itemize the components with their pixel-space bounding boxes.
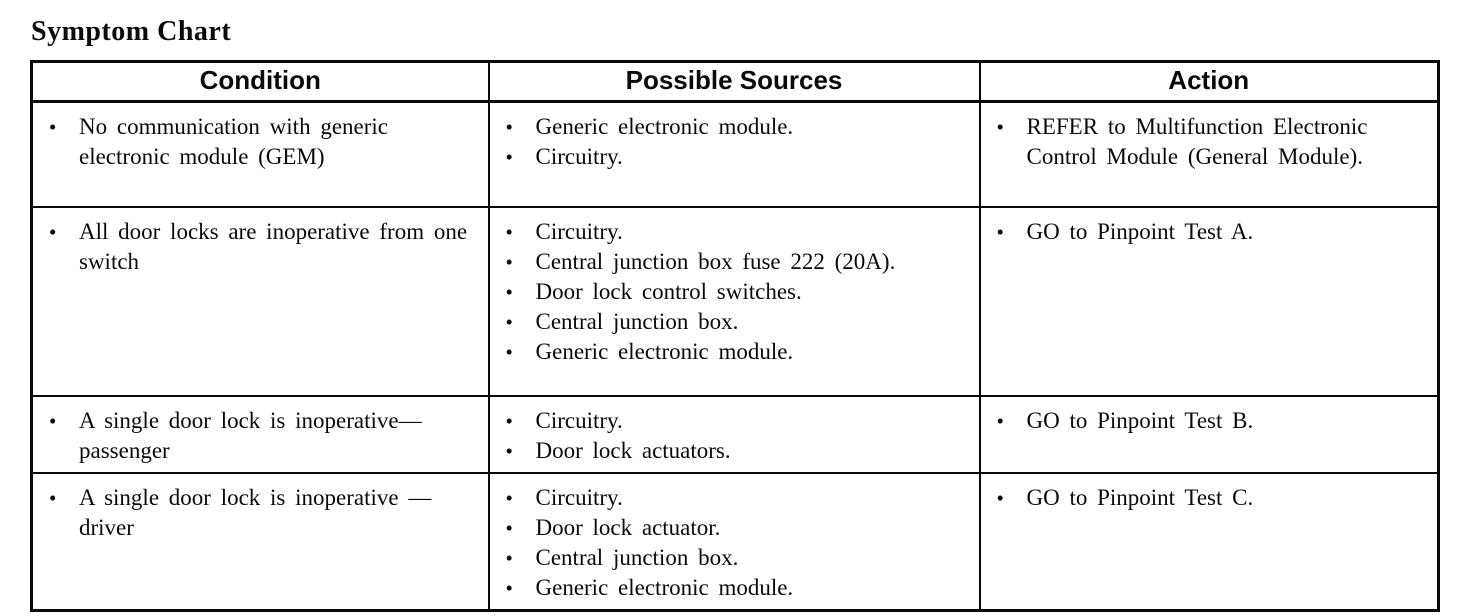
bullet-icon: • — [49, 115, 57, 139]
condition-text: A single door lock is inoperative — driv… — [79, 484, 432, 540]
list-item: • Central junction box fuse 222 (20A). — [498, 247, 971, 277]
bullet-icon: • — [505, 309, 513, 334]
list-item: • Generic electronic module. — [498, 337, 971, 367]
bullet-icon: • — [505, 485, 513, 510]
action-text: GO to Pinpoint Test C. — [1026, 484, 1254, 510]
list-item: • REFER to Multifunction Electronic Cont… — [989, 112, 1430, 172]
source-text: Door lock actuator. — [535, 514, 721, 540]
source-text: Generic electronic module. — [535, 114, 794, 139]
sources-cell: • Circuitry. • Door lock actuators. — [487, 394, 981, 474]
source-text: Circuitry. — [535, 218, 623, 244]
list-item: • Circuitry. — [498, 142, 971, 172]
source-text: Central junction box. — [535, 544, 739, 570]
condition-cell: • A single door lock is inoperative — dr… — [30, 471, 490, 611]
bullet-icon: • — [996, 219, 1004, 244]
table-row: • No communication with generic electron… — [30, 100, 1440, 208]
action-text: REFER to Multifunction Electronic Contro… — [1026, 114, 1368, 169]
bullet-icon: • — [49, 408, 57, 433]
action-cell: • GO to Pinpoint Test C. — [978, 471, 1440, 611]
bullet-icon: • — [49, 219, 57, 244]
action-text: GO to Pinpoint Test A. — [1026, 218, 1254, 244]
bullet-icon: • — [505, 408, 513, 433]
source-text: Generic electronic module. — [535, 574, 794, 600]
column-header-action: Action — [978, 60, 1440, 103]
action-cell: • REFER to Multifunction Electronic Cont… — [978, 100, 1440, 208]
list-item: • GO to Pinpoint Test A. — [989, 217, 1430, 247]
list-item: • All door locks are inoperative from on… — [41, 217, 480, 277]
bullet-icon: • — [996, 115, 1004, 139]
sources-cell: • Generic electronic module. • Circuitry… — [487, 100, 981, 208]
table-row: • All door locks are inoperative from on… — [30, 205, 1440, 397]
sources-cell: • Circuitry. • Door lock actuator. • Cen… — [487, 471, 981, 611]
source-text: Central junction box fuse 222 (20A). — [535, 248, 896, 274]
table-row: • A single door lock is inoperative — dr… — [30, 471, 1440, 611]
bullet-icon: • — [49, 485, 57, 510]
condition-cell: • No communication with generic electron… — [30, 100, 490, 208]
bullet-icon: • — [996, 485, 1004, 510]
source-text: Circuitry. — [535, 407, 623, 433]
action-cell: • GO to Pinpoint Test B. — [978, 394, 1440, 474]
bullet-icon: • — [505, 438, 513, 463]
condition-text: No communication with generic electronic… — [79, 114, 389, 169]
list-item: • Central junction box. — [498, 543, 971, 573]
condition-cell: • All door locks are inoperative from on… — [30, 205, 490, 397]
bullet-icon: • — [505, 115, 513, 139]
action-text: GO to Pinpoint Test B. — [1026, 407, 1254, 433]
condition-text: A single door lock is inoperative—passen… — [79, 407, 422, 463]
condition-cell: • A single door lock is inoperative—pass… — [30, 394, 490, 474]
symptom-chart-table: Condition Possible Sources Action • No c… — [30, 60, 1440, 612]
list-item: • A single door lock is inoperative — dr… — [41, 483, 480, 543]
bullet-icon: • — [505, 219, 513, 244]
source-text: Circuitry. — [535, 484, 623, 510]
list-item: • GO to Pinpoint Test C. — [989, 483, 1430, 513]
action-cell: • GO to Pinpoint Test A. — [978, 205, 1440, 397]
bullet-icon: • — [505, 249, 513, 274]
bullet-icon: • — [505, 545, 513, 570]
list-item: • Door lock actuators. — [498, 436, 971, 466]
bullet-icon: • — [505, 515, 513, 540]
list-item: • Door lock control switches. — [498, 277, 971, 307]
source-text: Door lock actuators. — [535, 437, 731, 463]
bullet-icon: • — [505, 279, 513, 304]
list-item: • Circuitry. — [498, 217, 971, 247]
page-title: Symptom Chart — [31, 16, 232, 47]
source-text: Circuitry. — [535, 144, 623, 169]
sources-cell: • Circuitry. • Central junction box fuse… — [487, 205, 981, 397]
bullet-icon: • — [505, 145, 513, 169]
source-text: Central junction box. — [535, 308, 739, 334]
source-text: Door lock control switches. — [535, 278, 802, 304]
bullet-icon: • — [996, 408, 1004, 433]
list-item: • Circuitry. — [498, 483, 971, 513]
list-item: • Generic electronic module. — [498, 573, 971, 603]
list-item: • GO to Pinpoint Test B. — [989, 406, 1430, 436]
list-item: • Door lock actuator. — [498, 513, 971, 543]
source-text: Generic electronic module. — [535, 338, 794, 364]
list-item: • A single door lock is inoperative—pass… — [41, 406, 480, 466]
column-header-possible-sources: Possible Sources — [487, 60, 981, 103]
list-item: • No communication with generic electron… — [41, 112, 480, 172]
bullet-icon: • — [505, 339, 513, 364]
table-row: • A single door lock is inoperative—pass… — [30, 394, 1440, 474]
condition-text: All door locks are inoperative from one … — [79, 218, 468, 274]
list-item: • Generic electronic module. — [498, 112, 971, 142]
list-item: • Circuitry. — [498, 406, 971, 436]
header-row: Condition Possible Sources Action — [30, 60, 1440, 103]
list-item: • Central junction box. — [498, 307, 971, 337]
bullet-icon: • — [505, 575, 513, 600]
column-header-condition: Condition — [30, 60, 490, 103]
